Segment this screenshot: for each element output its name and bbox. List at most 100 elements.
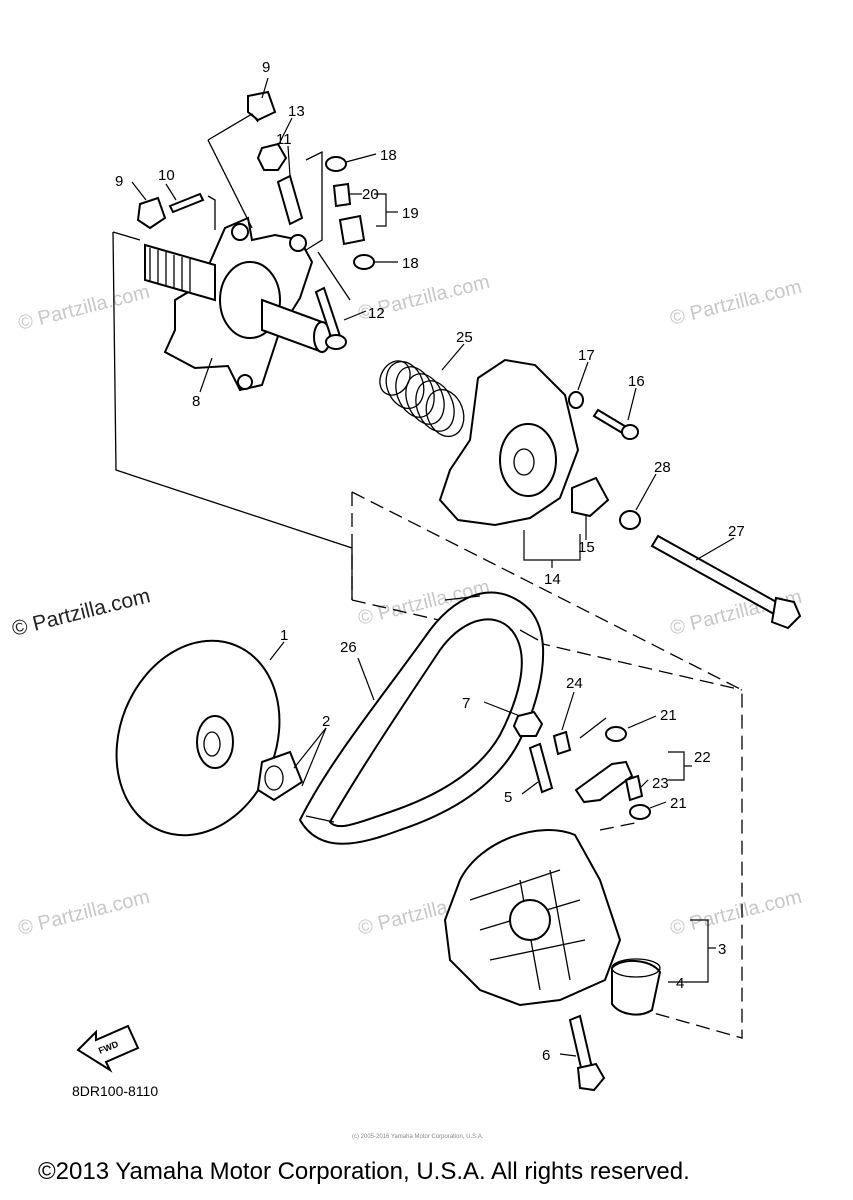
callout-5: 5 <box>504 789 512 806</box>
sheave-bore <box>203 731 221 757</box>
hub-exploded-lines <box>207 139 253 229</box>
nut-7 <box>512 710 544 737</box>
pin-10 <box>168 192 205 214</box>
callout-10: 10 <box>158 167 175 184</box>
small-parts-lower <box>512 710 651 831</box>
hub-exploded-lines <box>317 251 351 301</box>
pin-5 <box>528 742 554 794</box>
arm-exploded-lines <box>579 717 607 739</box>
bushing-23 <box>624 774 644 802</box>
clutch-cap-14 <box>438 358 641 530</box>
washer-21-top <box>605 726 627 742</box>
bushing-4 <box>611 960 662 1016</box>
arm-pivot <box>289 234 307 252</box>
hub-exploded-lines <box>305 150 323 251</box>
callout-6: 6 <box>542 1047 550 1064</box>
copyright-notice: ©2013 Yamaha Motor Corporation, U.S.A. A… <box>38 1158 690 1185</box>
sliding-sheave-3 <box>443 829 662 1016</box>
watermark-text-dark: © Partzilla.com <box>10 584 153 641</box>
spider-hub <box>144 216 331 392</box>
callout-25: 25 <box>456 329 473 346</box>
arm-pivot <box>231 223 249 241</box>
callout-17: 17 <box>578 347 595 364</box>
callout-21: 21 <box>660 707 677 724</box>
frame-outline <box>112 231 353 600</box>
cap-center-bore <box>499 423 557 497</box>
callout-27: 27 <box>728 523 745 540</box>
arm-pivot <box>237 374 253 390</box>
bushing-15 <box>571 476 610 518</box>
roller-19 <box>338 214 366 246</box>
bushing-4-bore <box>611 958 661 978</box>
weight-retainer-9-left <box>136 196 167 230</box>
callout-14: 14 <box>544 571 561 588</box>
bolt-6-head <box>576 1062 606 1092</box>
drive-belt-26 <box>298 591 545 845</box>
callout-2: 2 <box>322 713 330 730</box>
callout-9: 9 <box>262 59 270 76</box>
bushing-20 <box>332 182 352 208</box>
callout-18: 18 <box>402 255 419 272</box>
spring-25 <box>379 360 465 438</box>
bolt-shank <box>650 534 782 616</box>
callout-21: 21 <box>670 795 687 812</box>
hub-fasteners <box>136 90 375 350</box>
callout-12: 12 <box>368 305 385 322</box>
collar-11 <box>276 174 304 226</box>
bolt-12-head <box>325 334 347 350</box>
nut-17 <box>568 391 584 409</box>
callout-11: 11 <box>276 131 292 148</box>
bolt-16-head <box>621 424 639 440</box>
callout-20: 20 <box>362 186 379 203</box>
bushing-bore <box>264 765 284 791</box>
sheave-boss <box>509 899 551 941</box>
watermark-text: © Partzilla.com <box>668 886 804 940</box>
leader-lines <box>131 77 735 1057</box>
fwd-arrow-icon: FWD <box>76 1024 140 1073</box>
callout-13: 13 <box>288 103 305 120</box>
weight-retainer-9-top <box>247 90 277 122</box>
arm-exploded-lines <box>599 821 641 831</box>
callout-26: 26 <box>340 639 357 656</box>
callout-1: 1 <box>280 627 288 644</box>
callout-19: 19 <box>402 205 419 222</box>
watermarks: © Partzilla.com © Partzilla.com © Partzi… <box>10 271 804 940</box>
frame-dashed-line <box>351 491 743 1039</box>
hub-exploded-lines <box>207 113 259 141</box>
belt-teeth <box>305 595 539 823</box>
frame-dashed-line <box>351 599 743 691</box>
bushing-2 <box>256 750 304 802</box>
callout-8: 8 <box>192 393 200 410</box>
callout-9: 9 <box>115 173 123 190</box>
callout-15: 15 <box>578 539 595 556</box>
washer-21-bottom <box>629 804 651 820</box>
watermark-text: © Partzilla.com <box>16 281 152 335</box>
bolt-6-shank <box>568 1014 594 1074</box>
callout-4: 4 <box>676 975 684 992</box>
frame-outline <box>112 231 141 241</box>
hub-exploded-lines <box>207 195 216 230</box>
callout-16: 16 <box>628 373 645 390</box>
callout-18: 18 <box>380 147 397 164</box>
washer-18-top <box>325 156 347 172</box>
callout-3: 3 <box>718 941 726 958</box>
nut-13 <box>256 142 288 171</box>
washer-28 <box>619 510 641 530</box>
callout-23: 23 <box>652 775 669 792</box>
screw-24 <box>552 730 572 756</box>
diagram-code: 8DR100-8110 <box>72 1083 159 1099</box>
assembly-frame <box>112 231 743 1039</box>
bolt-head <box>770 596 802 630</box>
small-print: (c) 2005-2016 Yamaha Motor Corporation, … <box>352 1134 484 1140</box>
belt-inner <box>328 618 523 828</box>
watermark-text: © Partzilla.com <box>668 276 804 330</box>
sheave-1 <box>115 639 281 837</box>
sheave-hub <box>196 715 234 769</box>
bolt-6 <box>568 1014 606 1092</box>
shaft-threads <box>149 248 191 293</box>
cap-center-hole <box>513 448 535 476</box>
arm-22 <box>574 760 634 804</box>
callout-numbers: 9 13 11 18 20 19 18 12 9 10 8 25 17 16 2… <box>115 59 745 1064</box>
washer-18-bottom <box>353 254 375 270</box>
